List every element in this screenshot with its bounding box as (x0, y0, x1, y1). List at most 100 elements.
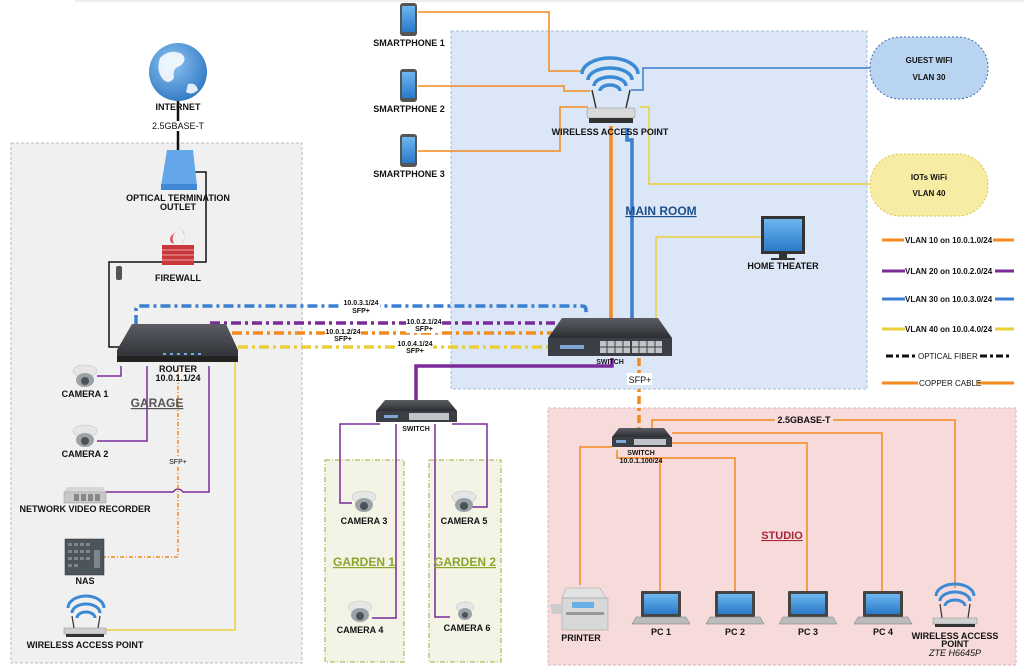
trunk-lines (134, 304, 588, 349)
studio-uplink-label: SFP+ (629, 375, 652, 385)
pc-2-icon[interactable] (705, 591, 765, 625)
router-icon[interactable] (117, 324, 238, 362)
camera-6-icon[interactable] (455, 601, 475, 620)
trunk-4-type: SFP+ (406, 348, 424, 355)
trunk-3-type: SFP+ (334, 336, 352, 343)
pc-4-icon[interactable] (853, 591, 913, 625)
trunk-1-type: SFP+ (352, 308, 370, 315)
camera-3-icon[interactable] (351, 490, 377, 512)
camera-6-label: CAMERA 6 (444, 623, 491, 633)
studio-access-point-label-line1: WIRELESS ACCESS (912, 631, 999, 641)
legend-item-vlan10: VLAN 10 on 10.0.1.0/24 (882, 236, 1014, 245)
trunk-labels: 10.0.3.1/24 SFP+ 10.0.2.1/24 SFP+ 10.0.1… (325, 299, 442, 355)
ont-label-line2: OUTLET (160, 202, 196, 212)
pc-3-icon[interactable] (778, 591, 838, 625)
printer-icon[interactable] (550, 587, 609, 631)
camera-5-icon[interactable] (451, 490, 477, 512)
home-theater-label: HOME THEATER (747, 261, 819, 271)
zone-garage (10, 142, 303, 664)
main-switch-label: SWITCH (596, 359, 624, 366)
usb-dongle-icon (116, 266, 122, 280)
studio-switch-icon[interactable] (612, 428, 672, 447)
internet-label: INTERNET (156, 102, 202, 112)
zone-garden-2-label: GARDEN 2 (434, 555, 496, 569)
router-ip: 10.0.1.1/24 (155, 373, 200, 383)
guest-wifi-cloud (869, 36, 989, 100)
nas-link-label: SFP+ (169, 459, 187, 466)
main-room-cables (414, 11, 870, 400)
internet-globe-icon[interactable] (149, 43, 207, 101)
svg-text:COPPER CABLE: COPPER CABLE (919, 379, 981, 388)
zone-main-room-label: MAIN ROOM (625, 204, 696, 218)
smartphone-3-label: SMARTPHONE 3 (373, 169, 445, 179)
garage-access-point-icon[interactable] (63, 594, 107, 637)
zone-studio-label: STUDIO (761, 530, 803, 542)
smartphone-2-label: SMARTPHONE 2 (373, 104, 445, 114)
studio-uplink-bg (627, 373, 652, 385)
nas-icon[interactable] (64, 538, 105, 576)
smartphone-3-icon[interactable] (400, 134, 417, 167)
pc-3-label: PC 3 (798, 627, 818, 637)
pc-2-label: PC 2 (725, 627, 745, 637)
main-access-point-icon[interactable] (580, 56, 640, 123)
camera-4-icon[interactable] (347, 600, 373, 622)
garden-switch-label: SWITCH (402, 426, 430, 433)
nvr-icon[interactable] (63, 487, 107, 504)
studio-switch-ip: 10.0.1.100/24 (620, 458, 663, 465)
main-switch-icon[interactable] (548, 318, 672, 356)
ont-icon[interactable] (161, 150, 197, 190)
nvr-label: NETWORK VIDEO RECORDER (19, 504, 151, 514)
firewall-icon[interactable] (162, 228, 194, 265)
home-theater-icon[interactable] (761, 216, 805, 260)
svg-text:VLAN 40 on 10.0.4.0/24: VLAN 40 on 10.0.4.0/24 (905, 325, 993, 334)
garage-access-point-label: WIRELESS ACCESS POINT (27, 640, 144, 650)
firewall-label: FIREWALL (155, 273, 201, 283)
svg-text:VLAN 30 on 10.0.3.0/24: VLAN 30 on 10.0.3.0/24 (905, 295, 993, 304)
iot-wifi-cloud (869, 153, 989, 217)
camera-3-label: CAMERA 3 (341, 516, 388, 526)
studio-access-point-label-line2: POINT (941, 639, 969, 649)
legend: VLAN 10 on 10.0.1.0/24 VLAN 20 on 10.0.2… (882, 236, 1014, 388)
svg-text:VLAN 10 on 10.0.1.0/24: VLAN 10 on 10.0.1.0/24 (905, 236, 993, 245)
camera-1-icon[interactable] (72, 364, 98, 387)
zone-garden-1-label: GARDEN 1 (333, 555, 395, 569)
ont-label-line1: OPTICAL TERMINATION (126, 193, 230, 203)
camera-5-label: CAMERA 5 (441, 516, 488, 526)
iot-wifi-vlan: VLAN 40 (913, 189, 946, 198)
trunk-2-type: SFP+ (415, 326, 433, 333)
garage-cables (97, 362, 236, 631)
studio-access-point-icon[interactable] (932, 582, 978, 627)
smartphone-1-label: SMARTPHONE 1 (373, 38, 445, 48)
camera-4-label: CAMERA 4 (337, 625, 384, 635)
legend-item-vlan40: VLAN 40 on 10.0.4.0/24 (882, 325, 1014, 334)
smartphone-1-icon[interactable] (400, 3, 417, 36)
svg-text:OPTICAL FIBER: OPTICAL FIBER (918, 352, 978, 361)
studio-access-point-model: ZTE H6645P (928, 648, 981, 658)
legend-item-copper-cable: COPPER CABLE (882, 379, 1014, 388)
trunk-1-ip: 10.0.3.1/24 (343, 300, 378, 307)
studio-link-bg (775, 414, 833, 425)
iot-wifi-name: IOTs WiFi (911, 173, 947, 182)
internet-link-bg (153, 121, 203, 131)
studio-link-label: 2.5GBASE-T (777, 415, 831, 425)
pc-1-label: PC 1 (651, 627, 671, 637)
zone-garage-label: GARAGE (131, 396, 184, 410)
internet-link-label: 2.5GBASE-T (152, 121, 205, 131)
main-access-point-label: WIRELESS ACCESS POINT (552, 127, 669, 137)
camera-1-label: CAMERA 1 (62, 389, 109, 399)
camera-2-icon[interactable] (72, 424, 98, 447)
pc-4-label: PC 4 (873, 627, 893, 637)
smartphone-2-icon[interactable] (400, 69, 417, 102)
garden-switch-icon[interactable] (376, 400, 457, 422)
nas-link-bg (168, 457, 188, 466)
legend-item-optical-fiber: OPTICAL FIBER (886, 352, 1010, 361)
guest-wifi-vlan: VLAN 30 (913, 73, 946, 82)
studio-switch-label: SWITCH (627, 450, 655, 457)
printer-label: PRINTER (561, 633, 601, 643)
router-label: ROUTER (159, 364, 198, 374)
trunk-4-ip: 10.0.4.1/24 (397, 341, 432, 348)
legend-item-vlan30: VLAN 30 on 10.0.3.0/24 (882, 295, 1014, 304)
trunk-3-ip: 10.0.1.2/24 (325, 329, 360, 336)
pc-1-icon[interactable] (631, 591, 691, 625)
